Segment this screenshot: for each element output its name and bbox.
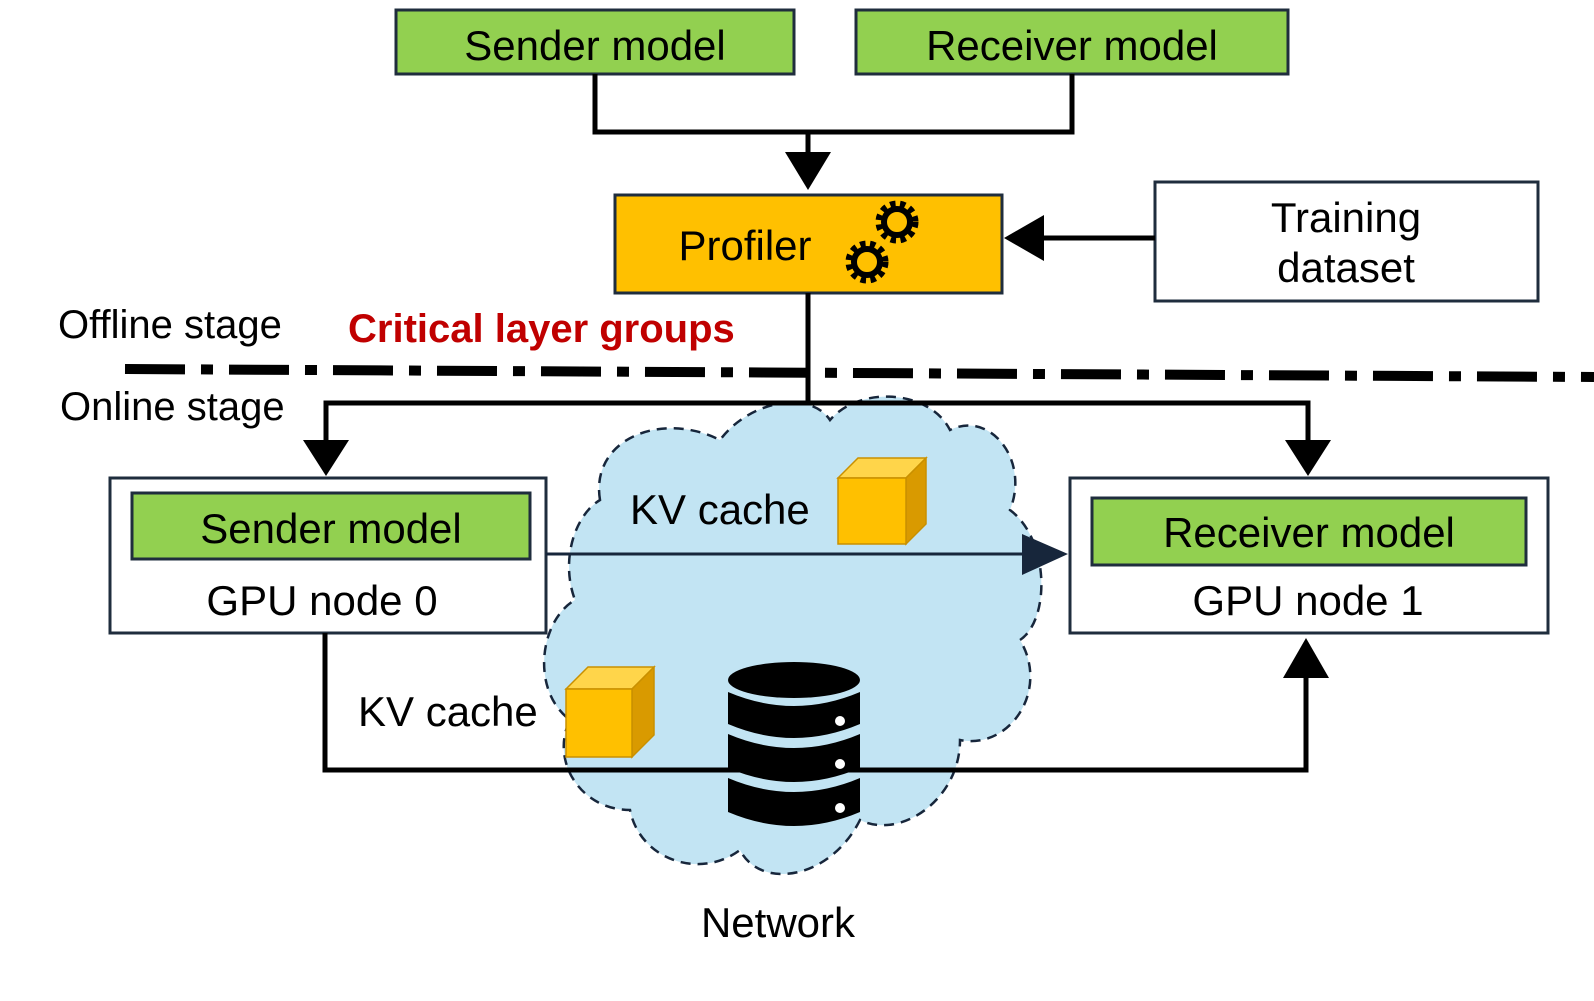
arrow-to-profiler	[785, 152, 831, 190]
profiler-box: Profiler	[613, 193, 1004, 295]
node1-receiver-model-box	[1090, 496, 1528, 567]
gpu-node-1-box: Receiver model GPU node 1	[1068, 476, 1550, 635]
model-to-profiler-connector	[592, 74, 1075, 155]
arrow-up-to-node1	[1283, 638, 1329, 678]
training-dataset-line1: Training	[1271, 194, 1421, 241]
kv-cache-direct-label: KV cache	[630, 486, 810, 533]
gears-icon	[845, 200, 919, 284]
direct-transfer-arrowhead	[1022, 534, 1068, 575]
cube-icon	[564, 665, 656, 759]
node0-sender-model-box	[130, 491, 532, 561]
node0-sender-model-label: Sender model	[200, 505, 462, 552]
node0-gpu-label: GPU node 0	[206, 577, 437, 624]
gpu-node-0-box: Sender model GPU node 0	[108, 476, 548, 635]
node1-receiver-model-label: Receiver model	[1163, 509, 1455, 556]
database-icon	[728, 662, 860, 826]
profiler-distribution-connector	[323, 293, 1311, 445]
training-dataset-box: Training dataset	[1153, 180, 1540, 303]
online-stage-label: Online stage	[60, 385, 285, 429]
training-dataset-line2: dataset	[1277, 244, 1415, 291]
network-label: Network	[701, 899, 856, 946]
top-receiver-model-box: Receiver model	[854, 8, 1290, 76]
cube-icon	[836, 456, 928, 546]
profiler-label: Profiler	[678, 222, 811, 269]
arrow-to-profiler-left	[1004, 215, 1044, 261]
top-sender-model-label: Sender model	[464, 22, 726, 69]
kv-cache-storage-label: KV cache	[358, 688, 538, 735]
top-receiver-model-label: Receiver model	[926, 22, 1218, 69]
stage-separator-line	[124, 364, 1594, 382]
node1-gpu-label: GPU node 1	[1192, 577, 1423, 624]
critical-layer-groups-label: Critical layer groups	[348, 307, 735, 351]
arrow-to-node1	[1285, 440, 1331, 476]
offline-stage-label: Offline stage	[58, 303, 282, 347]
top-sender-model-box: Sender model	[394, 8, 796, 76]
arrow-to-node0	[303, 440, 349, 476]
